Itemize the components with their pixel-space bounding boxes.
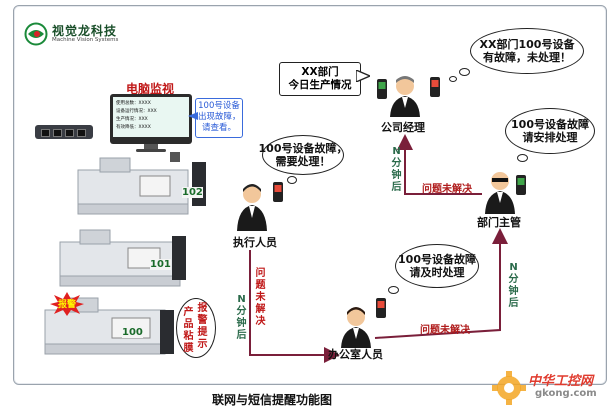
company-logo: 视觉龙科技 Machine Vision Systems <box>24 22 164 46</box>
manager-figure-icon <box>390 76 420 117</box>
arrow-operator-to-office <box>249 250 340 363</box>
sticker-text-col2: 报警 提示 <box>197 303 208 351</box>
daily-report-text: XX部门 今日生产情况 <box>288 66 352 91</box>
alarm-sign: 报警 <box>58 300 77 310</box>
bubble-operator: 100号设备故障， 需要处理！ <box>259 135 347 175</box>
sticker-line3: 报警 <box>197 303 208 326</box>
monitor-title: 电脑监视 <box>126 82 175 96</box>
sticker-line4: 提示 <box>197 327 208 350</box>
flow-label-unsolved-1: 问题未解决 <box>255 268 266 327</box>
person-supervisor-label: 部门主管 <box>477 216 521 229</box>
sticker-alarm-badge: 产品 粘膜 报警 提示 <box>176 298 216 358</box>
phone-icon <box>516 175 526 195</box>
bubble-supervisor: 100号设备故障 请安排处理 <box>505 108 595 154</box>
diagram-caption: 联网与短信提醒功能图 <box>212 393 333 407</box>
arrow-office-to-supervisor <box>374 228 508 339</box>
daily-report-box: XX部门 今日生产情况 <box>279 62 361 96</box>
sticker-line1: 产品 <box>183 307 194 330</box>
dragon-logo-icon <box>24 22 48 46</box>
machine-number-100: 100 <box>122 327 143 338</box>
phone-icon <box>430 77 440 97</box>
bubble-office: 100号设备故障 请及时处理 <box>395 244 479 288</box>
person-operator-label: 执行人员 <box>233 236 277 249</box>
monitor-screen-line: 使用总数：XXXX <box>116 101 151 106</box>
computer-monitor: 使用总数：XXXX 设备运行情况：XXX 生产情况：XXX 有效降低：XXXX <box>110 94 192 152</box>
machine-100 <box>44 297 174 355</box>
flow-label-time-2: N分钟后 <box>508 262 519 309</box>
bubble-manager: XX部门100号设备 有故障，未处理！ <box>470 28 584 74</box>
sticker-line2: 粘膜 <box>183 331 194 354</box>
machine-number-102: 102 <box>182 187 203 198</box>
watermark-cn: 中华工控网 <box>528 374 594 389</box>
logo-name-cn: 视觉龙科技 <box>52 24 118 38</box>
machine-number-101: 101 <box>150 259 171 270</box>
phone-icon <box>377 79 387 99</box>
phone-icon <box>376 298 386 318</box>
person-office-label: 办公室人员 <box>328 348 383 361</box>
sticker-text-col1: 产品 粘膜 <box>183 307 194 355</box>
flow-label-unsolved-2: 问题未解决 <box>420 325 470 336</box>
monitor-screen-line: 有效降低：XXXX <box>116 125 151 130</box>
watermark-url: gkong.com <box>535 388 597 399</box>
alarm-burst-icon <box>50 292 84 316</box>
monitor-screen-line: 生产情况：XXX <box>116 117 148 122</box>
monitor-alert-text: 100号设备 出现故障， 请查看。 <box>198 101 241 133</box>
monitor-alert-box: 100号设备 出现故障， 请查看。 <box>195 98 243 138</box>
flow-label-time-3: N分钟后 <box>391 146 402 193</box>
monitor-screen-line: 设备运行情况：XXX <box>116 109 157 114</box>
office-staff-figure-icon <box>341 307 371 348</box>
gear-watermark-icon <box>492 371 526 405</box>
supervisor-figure-icon <box>485 172 515 214</box>
flow-label-time-1: N分钟后 <box>236 294 247 341</box>
logo-name-en: Machine Vision Systems <box>52 37 119 43</box>
arrow-supervisor-to-manager <box>397 134 482 195</box>
person-manager-label: 公司经理 <box>381 121 425 134</box>
flow-label-unsolved-3: 问题未解决 <box>422 184 472 195</box>
phone-icon <box>273 182 283 202</box>
operator-figure-icon <box>237 184 267 231</box>
monitor-screen: 使用总数：XXXX 设备运行情况：XXX 生产情况：XXX 有效降低：XXXX <box>113 97 189 137</box>
network-switch <box>35 125 93 139</box>
